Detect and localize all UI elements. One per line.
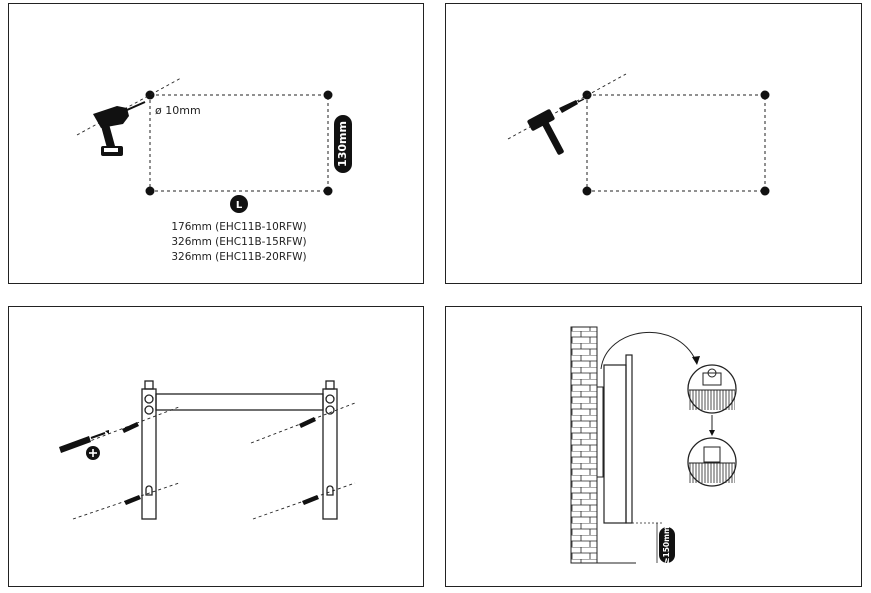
model-line: 326mm (EHC11B-20RFW) — [171, 251, 307, 263]
panel-step-1-drilling: ø 10mm 130mm L 176mm (EHC11B-10RFW) 326m… — [8, 3, 424, 284]
wall-plugs — [122, 417, 319, 505]
drilling-diagram: ø 10mm 130mm L — [76, 77, 352, 213]
hole-bottom-left — [145, 186, 155, 196]
screwdriver-icon — [59, 430, 109, 453]
curved-arrow — [600, 331, 697, 370]
model-list: 176mm (EHC11B-10RFW) 326mm (EHC11B-15RFW… — [164, 220, 314, 265]
arrow-head — [692, 356, 700, 365]
clearance-badge — [659, 527, 675, 563]
hanging-diagram: ≥150mm — [570, 326, 737, 564]
wall-plug-icon — [559, 98, 585, 113]
phillips-screw-icon — [86, 446, 100, 460]
down-arrow-head — [709, 430, 715, 436]
detail-circle-upper — [687, 364, 737, 414]
model-line: 176mm (EHC11B-10RFW) — [171, 221, 307, 233]
hole-diameter-label: ø 10mm — [155, 104, 201, 117]
detail-circle-lower — [687, 437, 737, 487]
length-marker-label: L — [236, 200, 243, 211]
hole-top-right — [760, 90, 770, 100]
height-dimension-badge — [334, 115, 352, 173]
hole-top-left — [145, 90, 155, 100]
panel-step-4-hang-heater: ≥150mm — [445, 306, 862, 587]
height-dimension-label: 130mm — [336, 121, 349, 167]
hole-top-right — [323, 90, 333, 100]
hammer-icon — [527, 109, 564, 155]
wall-bracket — [596, 386, 604, 478]
hole-bottom-right — [323, 186, 333, 196]
plug-insertion-diagram — [507, 73, 770, 196]
bracket-mounting-diagram — [59, 380, 356, 520]
hole-layout-rect — [149, 94, 329, 192]
panel-step-2-plugs — [445, 3, 862, 284]
drill-icon — [93, 101, 146, 156]
panel-step-3-bracket — [8, 306, 424, 587]
hole-bottom-right — [760, 186, 770, 196]
clearance-label: ≥150mm — [662, 526, 671, 564]
model-line: 326mm (EHC11B-15RFW) — [171, 236, 307, 248]
heater-panel — [603, 354, 633, 524]
wall-bracket — [141, 380, 338, 520]
drill-axis-line — [76, 77, 182, 136]
brick-wall — [570, 326, 598, 564]
length-marker-badge — [230, 195, 248, 213]
hole-layout-rect — [586, 94, 766, 192]
hole-bottom-left — [582, 186, 592, 196]
